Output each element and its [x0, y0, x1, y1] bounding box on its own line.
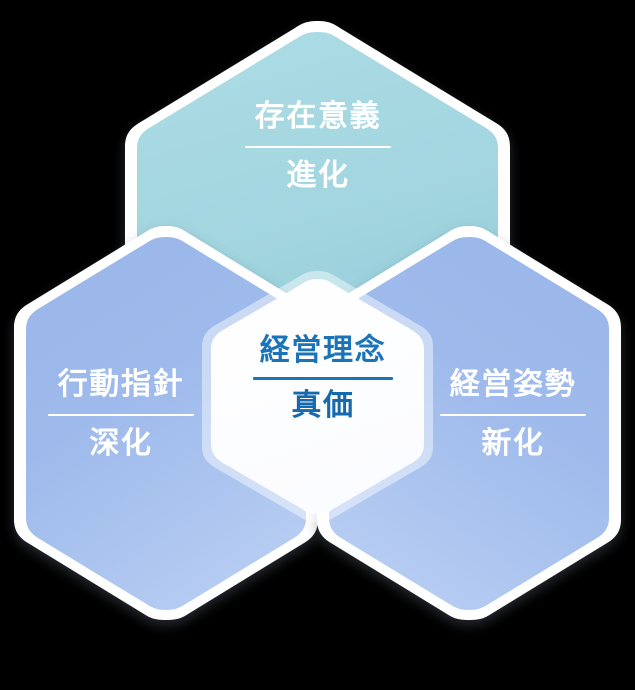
hexagon-center-fill [211, 279, 424, 514]
hexagon-center[interactable] [202, 271, 433, 522]
